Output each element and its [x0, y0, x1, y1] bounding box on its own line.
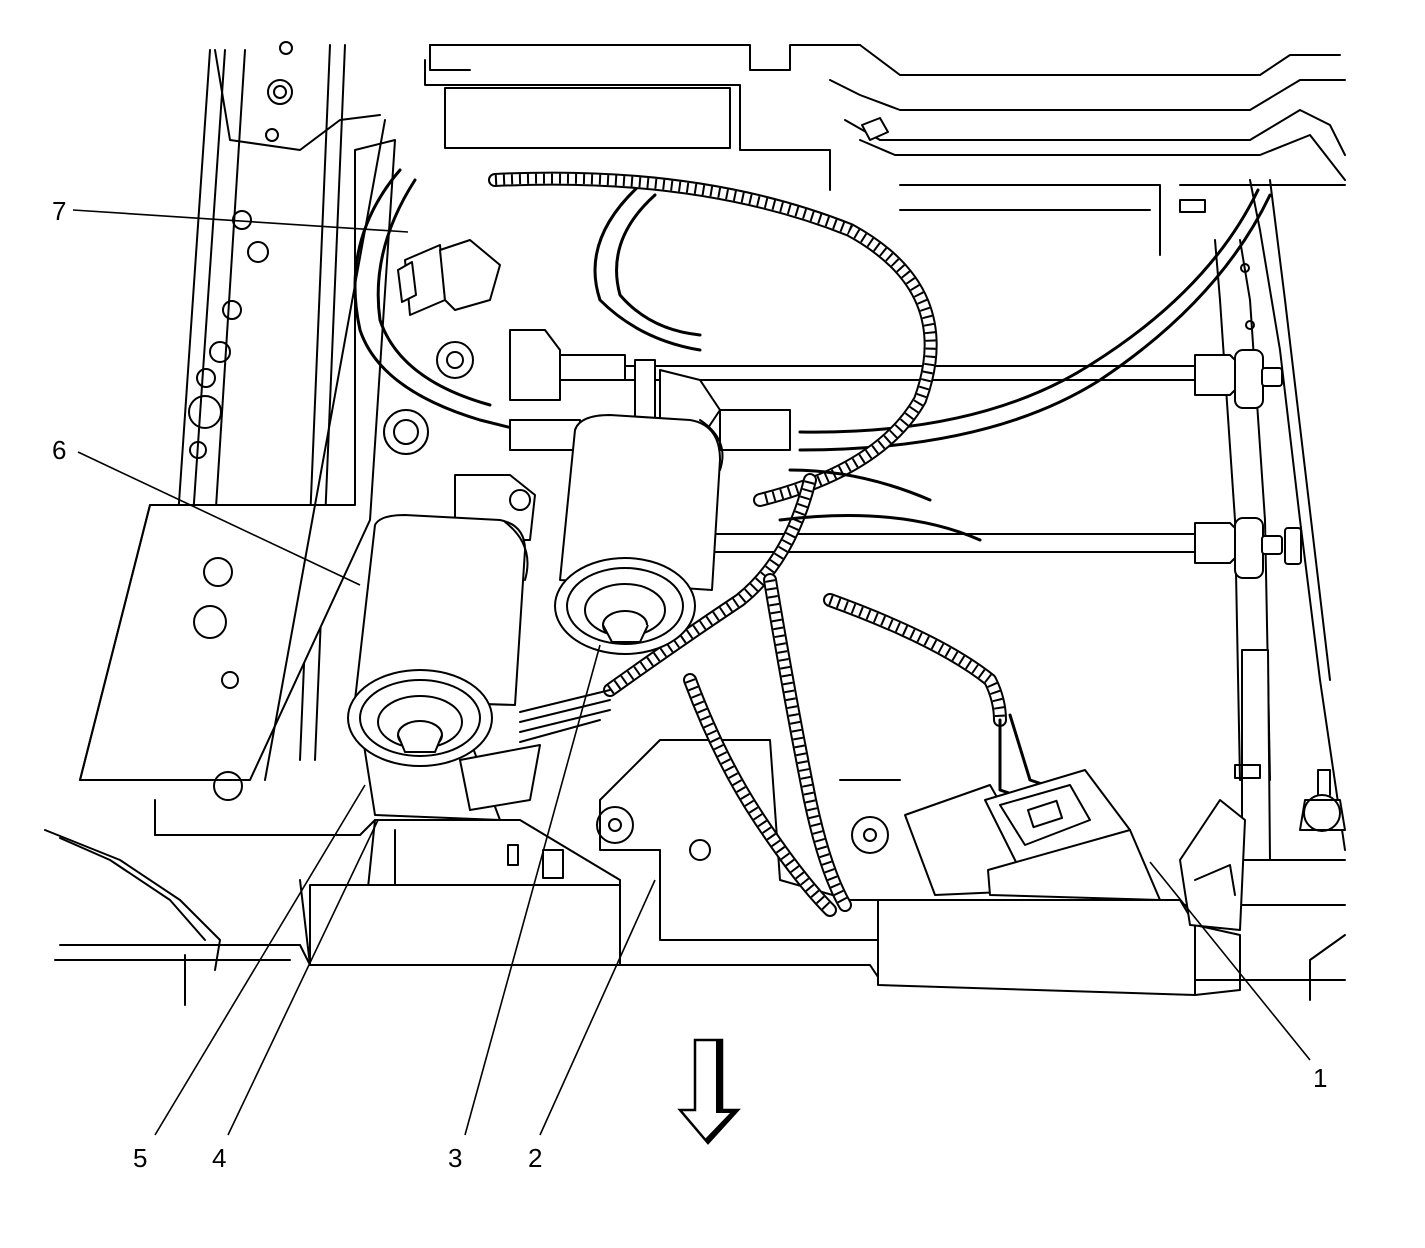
- leader-line-1: [1149, 861, 1311, 1061]
- leader-line-7: [72, 209, 409, 233]
- callout-4: 4: [212, 1143, 226, 1173]
- leader-line-5: [154, 784, 366, 1136]
- leader-line-4: [227, 819, 379, 1136]
- wiring-harness: [353, 168, 1272, 917]
- callout-labels: 1 2 3 4 5 6 7: [52, 196, 1327, 1173]
- callout-5: 5: [133, 1143, 147, 1173]
- leader-line-3: [464, 644, 601, 1136]
- callout-1: 1: [1313, 1063, 1327, 1093]
- leader-lines: [72, 209, 1311, 1136]
- motor-lower: [347, 514, 541, 821]
- front-arrow-down-icon: [677, 1038, 741, 1145]
- callout-6: 6: [52, 435, 66, 465]
- callout-7: 7: [52, 196, 66, 226]
- leader-line-6: [77, 451, 361, 586]
- callout-3: 3: [448, 1143, 462, 1173]
- cross-rods: [559, 349, 1302, 579]
- motor-upper: [554, 414, 724, 655]
- leader-line-2: [539, 879, 656, 1136]
- callout-2: 2: [528, 1143, 542, 1173]
